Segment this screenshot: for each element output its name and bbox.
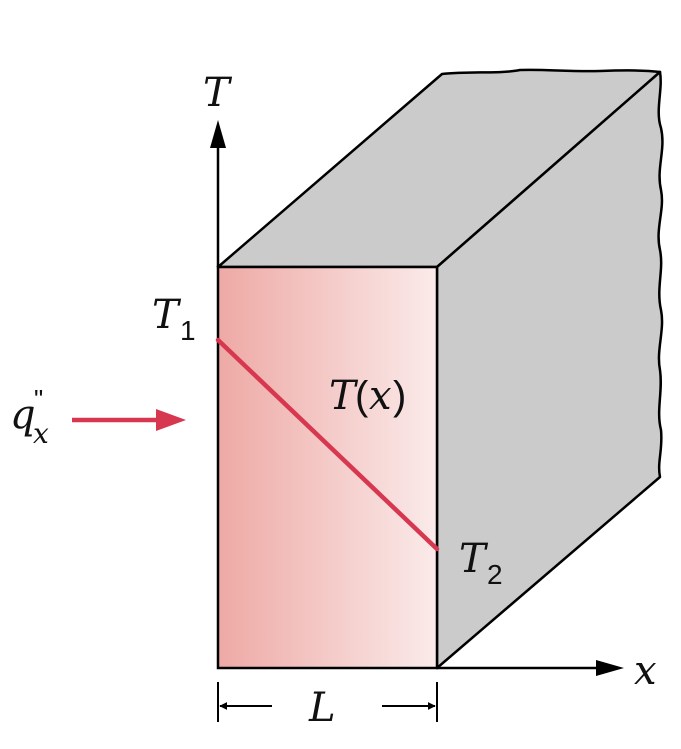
svg-text:1: 1 xyxy=(180,315,196,346)
svg-text:q: q xyxy=(10,392,36,438)
t-axis-arrowhead xyxy=(210,120,226,148)
t2-label: T 2 xyxy=(459,536,503,590)
t-axis-label: T xyxy=(203,70,233,116)
length-label: L xyxy=(308,685,336,731)
svg-text:2: 2 xyxy=(487,559,503,590)
x-axis-label: x xyxy=(634,648,657,694)
tx-label: T ( x ) xyxy=(329,373,406,419)
x-axis-arrowhead xyxy=(596,660,624,676)
temperature-profile-line xyxy=(215,337,440,552)
svg-text:x: x xyxy=(33,417,49,450)
svg-text:x: x xyxy=(369,373,392,419)
t1-label: T 1 xyxy=(152,292,196,346)
svg-text:T: T xyxy=(152,292,182,338)
arrow-right-icon xyxy=(156,409,186,431)
svg-text:(: ( xyxy=(355,374,369,418)
svg-text:": " xyxy=(34,384,43,414)
wall-front-face xyxy=(216,265,439,670)
wall-side-face xyxy=(435,70,664,670)
wall-top-face xyxy=(216,68,662,269)
svg-text:): ) xyxy=(393,374,406,418)
heat-flux-label: q x " xyxy=(10,384,49,450)
svg-text:T: T xyxy=(329,373,359,419)
svg-text:T: T xyxy=(459,536,489,582)
